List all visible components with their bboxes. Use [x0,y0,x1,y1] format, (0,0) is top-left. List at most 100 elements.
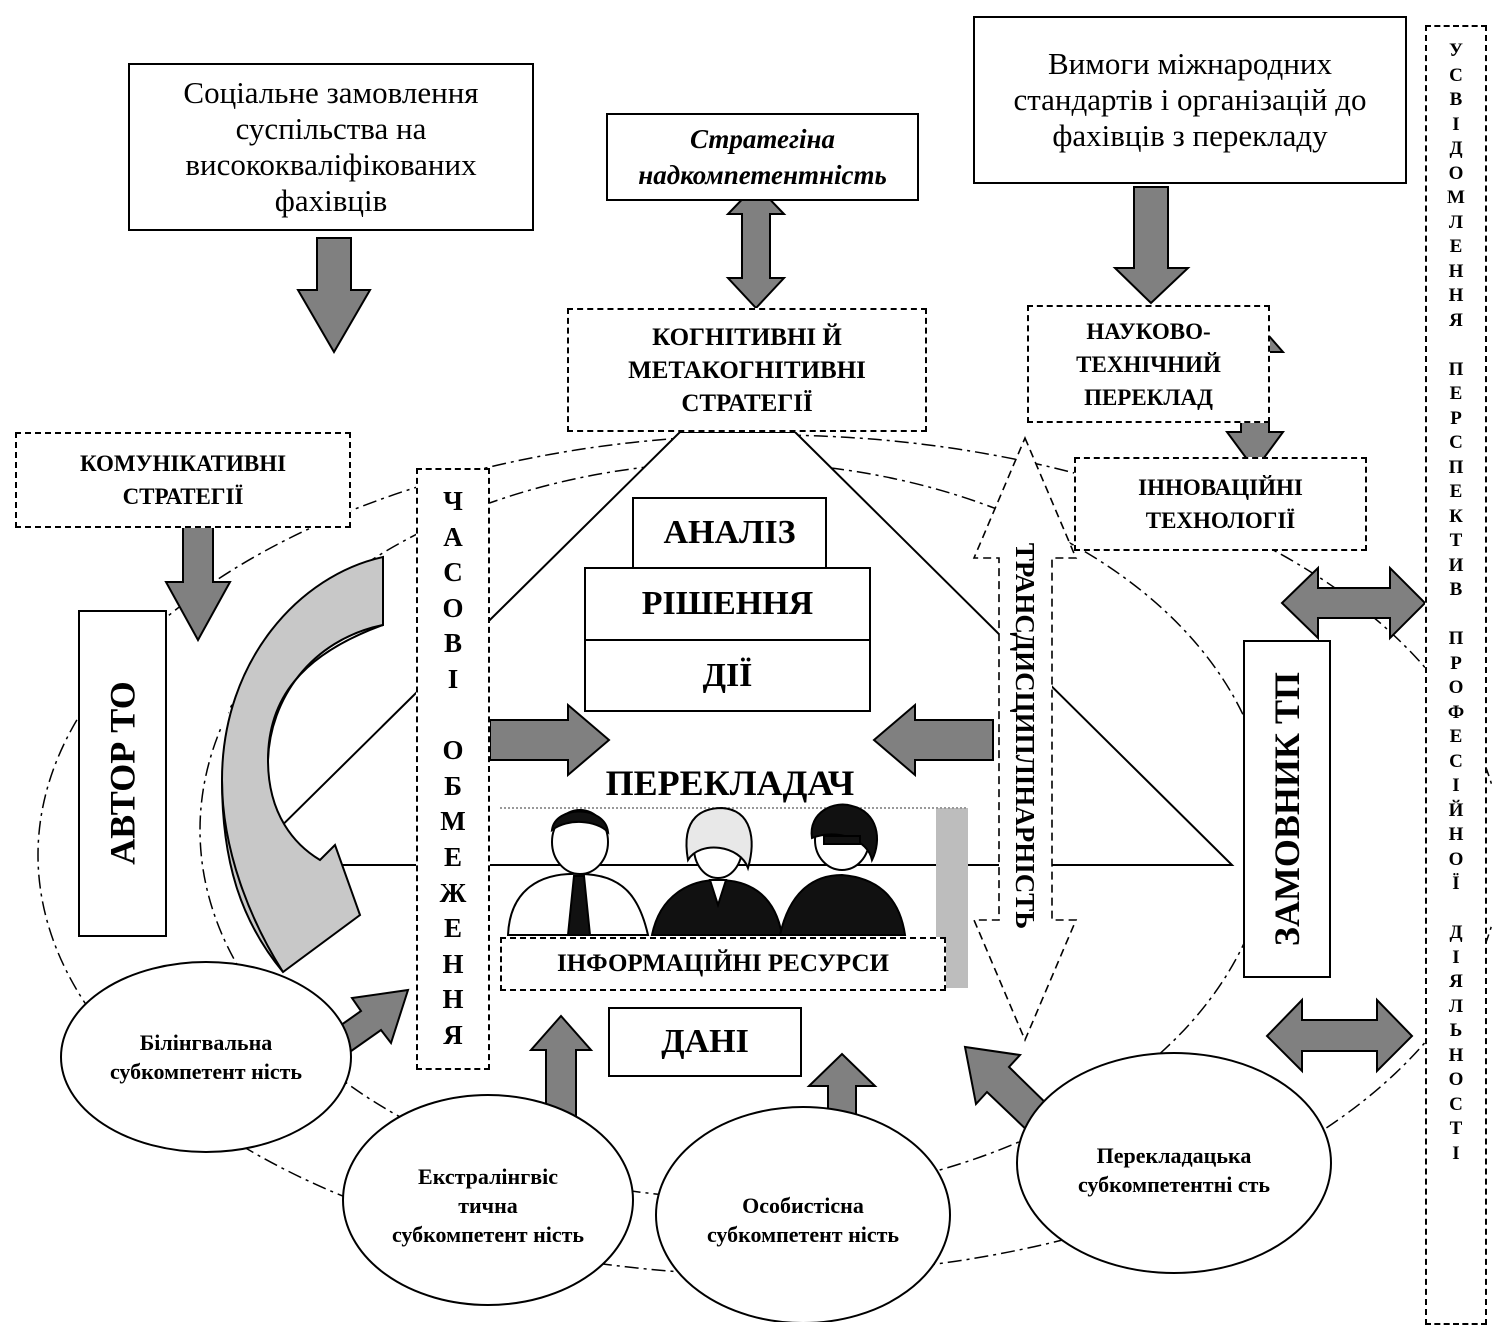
awareness-letter: І [1452,113,1460,135]
awareness-letter: У [1449,40,1463,61]
author-box [78,610,167,937]
awareness-letter: П [1448,456,1464,478]
awareness-letter: С [1449,64,1463,86]
awareness-letter: Я [1449,309,1463,331]
international-text: Вимоги міжнародних стандартів і організа… [1013,46,1367,153]
cognitive-strategies-box: КОГНІТИВНІ Й МЕТАКОГНІТИВНІ СТРАТЕГІЇ [567,308,927,432]
communicative-strategies-text: КОМУНІКАТИВНІ СТРАТЕГІЇ [79,451,287,509]
awareness-box: У С В І Д О М Л Е Н Н Я П Е Р С П Е К Т … [1425,25,1487,1325]
time-limits-letter: Ч [443,486,463,516]
awareness-letter: И [1448,554,1464,576]
awareness-letter: О [1448,848,1464,870]
awareness-letter: Р [1450,407,1462,429]
arrow-up-personal [806,1052,878,1136]
innovative-technologies-box: ІННОВАЦІЙНІ ТЕХНОЛОГІЇ [1074,457,1367,551]
awareness-letter: Л [1448,211,1464,233]
strategic-text: Стратегіна надкомпетентність [638,124,887,190]
time-limits-letter: Я [443,1019,463,1050]
data-text: ДАНІ [661,1023,749,1060]
awareness-letter: Е [1449,726,1463,747]
innovative-technologies-text: ІННОВАЦІЙНІ ТЕХНОЛОГІЇ [1138,475,1303,533]
awareness-letter: Ь [1449,1020,1463,1041]
data-box: ДАНІ [608,1007,802,1077]
awareness-letter: Т [1449,530,1463,551]
time-limits-letter: Н [442,984,464,1015]
awareness-letter: С [1449,750,1463,772]
transdisciplinarity-text: ТРАНСДИСЦИПЛІНАРНІСТЬ [1010,542,1041,930]
awareness-letter: Ф [1447,701,1465,723]
awareness-letter: Й [1448,799,1464,821]
arrow-double-strategic [725,183,787,310]
arrow-double-client-lower [1265,997,1414,1074]
time-limits-letter: О [442,735,464,766]
time-limits-letter: Е [443,913,462,944]
awareness-letter: Р [1450,652,1462,674]
awareness-letter: І [1452,1142,1460,1164]
personal-label: Особистісна субкомпетент ність [703,1170,903,1270]
client-box [1243,640,1331,978]
actions-box: ДІЇ [584,639,871,712]
international-box: Вимоги міжнародних стандартів і організа… [973,16,1407,184]
awareness-letter: Н [1448,285,1464,306]
translational-label: Перекладацька субкомпетентні сть [1068,1120,1280,1220]
scientific-translation-text: НАУКОВО-ТЕХНІЧНИЙ ПЕРЕКЛАД [1076,318,1221,410]
translational-text: Перекладацька субкомпетентні сть [1077,1143,1271,1197]
decision-text: РІШЕННЯ [641,585,814,622]
arrow-left-transdisc [872,702,994,778]
arrow-double-client-upper [1280,565,1427,641]
arrow-down-international [1112,186,1191,305]
time-limits-letter: О [442,592,464,623]
actions-text: ДІЇ [702,656,753,694]
awareness-letter: Е [1449,481,1463,502]
author-text: АВТОР ТО [102,681,143,865]
social-order-box: Соціальне замовлення суспільства на висо… [128,63,534,231]
time-limits-letter: І [447,663,459,694]
awareness-letter: Я [1449,971,1463,992]
arrow-diag-translational [963,1045,1057,1137]
awareness-letter: Н [1448,1044,1464,1066]
arrow-double-transdisc [972,435,1078,1043]
time-limits-letter: С [443,557,463,588]
cognitive-strategies-text: КОГНІТИВНІ Й МЕТАКОГНІТИВНІ СТРАТЕГІЇ [628,323,866,417]
personal-text: Особистісна субкомпетент ність [706,1193,900,1247]
arrow-down-communicative [164,526,232,643]
awareness-letter: С [1449,432,1463,453]
awareness-letter: М [1447,187,1465,208]
communicative-strategies-box: КОМУНІКАТИВНІ СТРАТЕГІЇ [15,432,351,528]
awareness-letter: В [1449,89,1463,110]
arrow-down-social [296,237,372,354]
curved-arrow-outline [221,779,284,973]
time-limits-letter: Ж [439,877,467,908]
awareness-letter: О [1448,162,1464,184]
time-limits-letter: Н [442,948,464,979]
awareness-letter: О [1448,1069,1464,1090]
awareness-letter: О [1448,677,1464,698]
awareness-letter: Н [1448,824,1464,845]
arrow-up-extralinguistic [528,1014,594,1119]
time-limits-box: Ч А С О В І О Б М Е Ж Е Н Н Я [416,468,490,1070]
decision-box: РІШЕННЯ [584,567,871,641]
curved-arrow-inner [267,624,384,761]
extralinguistic-label: Екстралінгвіс тична субкомпетент ність [388,1145,588,1265]
awareness-letter: Д [1449,138,1463,159]
analysis-box: АНАЛІЗ [632,497,827,569]
scientific-translation-box: НАУКОВО-ТЕХНІЧНИЙ ПЕРЕКЛАД [1027,305,1270,423]
strategic-box: Стратегіна надкомпетентність [606,113,919,201]
time-limits-letter: А [443,521,463,552]
awareness-letter: С [1449,1093,1463,1115]
translators-illustration [506,803,907,936]
client-text: ЗАМОВНИК ТП [1267,671,1307,947]
awareness-letter: Д [1449,922,1463,943]
social-order-text: Соціальне замовлення суспільства на висо… [183,75,479,218]
info-resources-text: ІНФОРМАЦІЙНІ РЕСУРСИ [557,950,889,977]
awareness-letter: Ї [1452,873,1460,894]
bilingual-text: Білінгвальна субкомпетент ність [109,1030,303,1084]
transdisciplinarity-label: ТРАНСДИСЦИПЛІНАРНІСТЬ [1005,542,1045,930]
awareness-letter: Е [1449,236,1463,257]
author-label: АВТОР ТО [100,610,146,937]
client-label: ЗАМОВНИК ТП [1264,640,1310,978]
time-limits-letter: В [443,628,462,659]
awareness-letter: Е [1449,383,1463,404]
arrow-right-time [489,702,611,778]
time-limits-letter: Е [443,841,462,872]
